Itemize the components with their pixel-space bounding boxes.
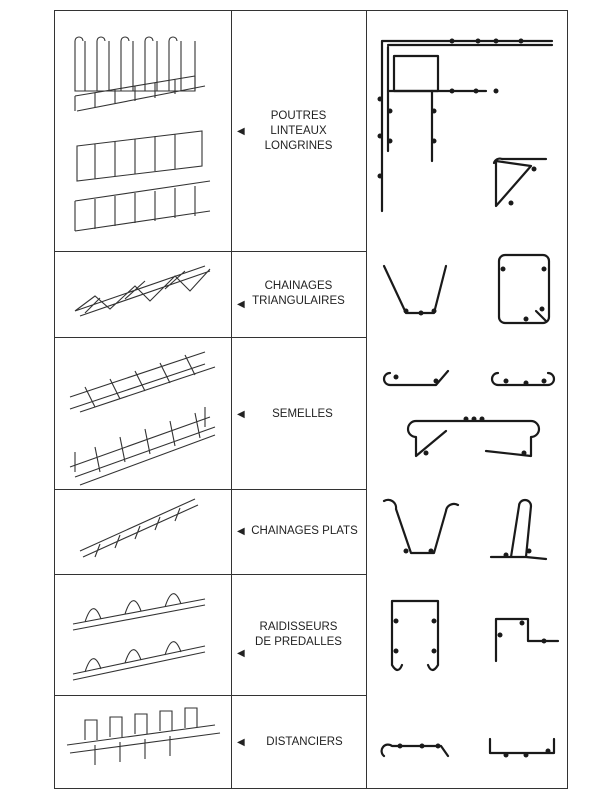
label-text: CHAINAGES TRIANGULAIRES [252,280,345,307]
left-pointer-icon: ◀ [237,299,245,310]
raidisseurs-illustration [55,574,231,695]
row-divider [55,574,366,575]
left-pointer-icon: ◀ [237,526,245,537]
label-text: POUTRES LINTEAUX LONGRINES [264,109,333,152]
row-label-chainages-triangulaires: ◀ CHAINAGES TRIANGULAIRES [231,251,366,337]
column-divider-2 [366,11,367,788]
chainages-triangulaires-illustration [55,251,231,337]
row-divider [55,337,366,338]
beam-cage-shape [377,38,554,213]
label-text: DISTANCIERS [266,736,343,748]
row-label-poutres: ◀ POUTRES LINTEAUX LONGRINES [231,11,366,251]
distanciers-illustration [55,695,231,790]
rebar-shapes-column [366,11,568,788]
reinforcement-table: ◀ POUTRES LINTEAUX LONGRINES ◀ CHAINAGES… [54,10,568,789]
row-label-raidisseurs: ◀ RAIDISSEURS DE PREDALLES [231,574,366,695]
left-pointer-icon: ◀ [237,648,245,659]
semelles-illustration [55,337,231,489]
poutres-illustration [55,11,231,251]
chainages-plats-illustration [55,489,231,574]
row-divider [55,251,366,252]
label-text: SEMELLES [272,408,333,420]
column-divider-1 [231,11,232,788]
left-pointer-icon: ◀ [237,409,245,420]
left-pointer-icon: ◀ [237,737,245,748]
label-text: CHAINAGES PLATS [251,525,358,537]
label-text: RAIDISSEURS DE PREDALLES [255,620,342,648]
row-divider [55,695,366,696]
left-pointer-icon: ◀ [237,125,245,137]
row-label-distanciers: ◀ DISTANCIERS [231,695,366,790]
row-label-semelles: ◀ SEMELLES [231,337,366,489]
row-divider [55,489,366,490]
row-label-chainages-plats: ◀ CHAINAGES PLATS [231,489,366,574]
